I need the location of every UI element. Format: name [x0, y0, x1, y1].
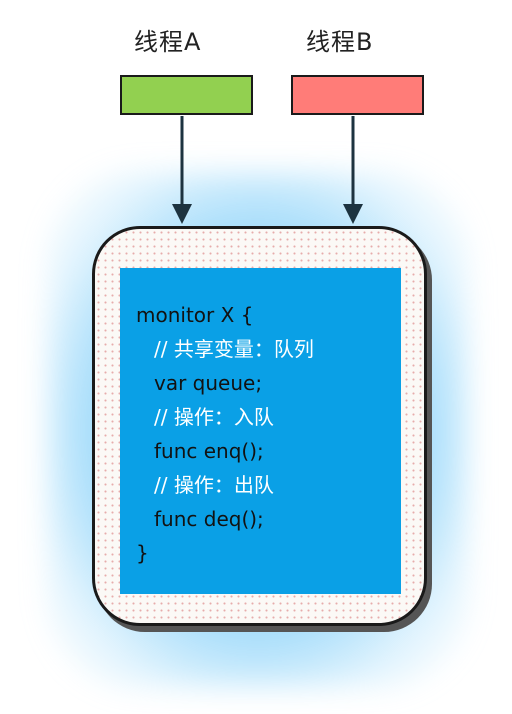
thread-a-label: 线程A — [134, 28, 202, 56]
code-line-func-deq: func deq(); — [154, 507, 264, 531]
code-line-var-queue: var queue; — [154, 371, 263, 395]
monitor-code-panel: monitor X { // 共享变量：队列 var queue; // 操作：… — [120, 268, 401, 594]
code-line-close-brace: } — [136, 541, 149, 565]
code-comment-enqueue: // 操作：入队 — [154, 405, 274, 429]
code-comment-shared-var: // 共享变量：队列 — [154, 337, 314, 361]
thread-b-box — [291, 75, 424, 115]
code-line-monitor-decl: monitor X { — [136, 303, 254, 327]
code-line-func-enq: func enq(); — [154, 439, 264, 463]
thread-b-label: 线程B — [306, 28, 374, 56]
thread-a-box — [120, 75, 253, 115]
code-comment-dequeue: // 操作：出队 — [154, 473, 274, 497]
